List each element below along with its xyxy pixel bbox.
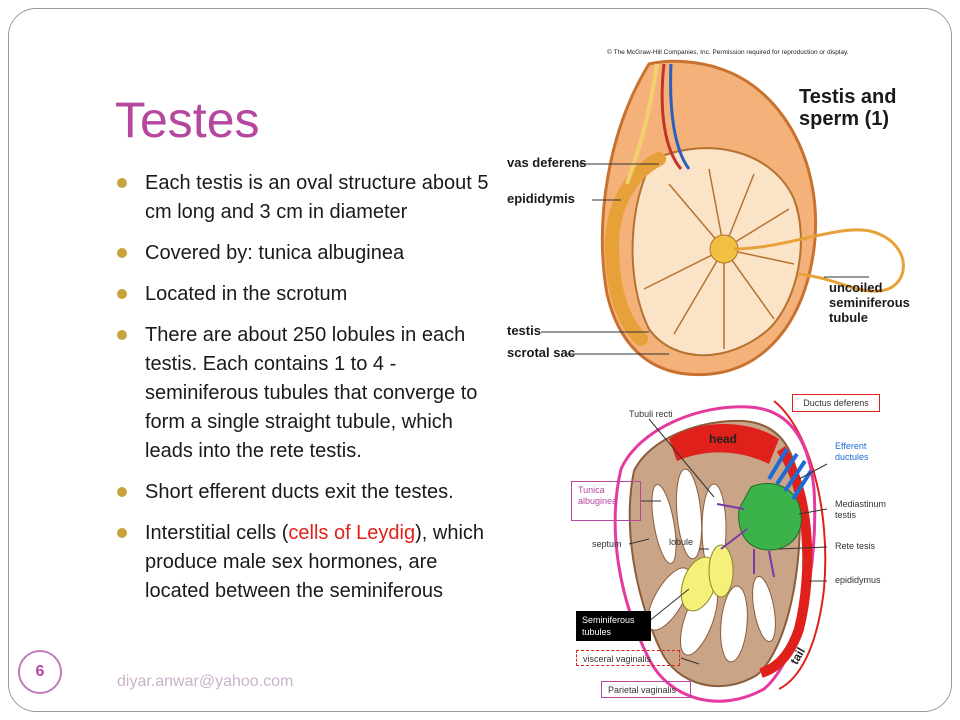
- label-ductus-deferens: Ductus deferens: [792, 394, 880, 412]
- label-visceral-vaginalis: visceral vaginalis: [576, 650, 680, 666]
- bullet-dot-icon: [117, 487, 127, 497]
- label-epididymus: epididymus: [835, 575, 881, 585]
- slide-frame: Testes Each testis is an oval structure …: [8, 8, 952, 712]
- label-lobule: lobule: [669, 537, 694, 547]
- bullet-item: Located in the scrotum: [115, 280, 495, 309]
- label-testis: testis: [507, 323, 541, 338]
- label-scrotal-sac: scrotal sac: [507, 345, 575, 360]
- bullet-item: Short efferent ducts exit the testes.: [115, 478, 495, 507]
- bullet-dot-icon: [117, 248, 127, 258]
- label-efferent-ductules: Efferent ductules: [835, 441, 869, 462]
- label-rete-tesis: Rete tesis: [835, 541, 876, 551]
- label-tunica-albuginea: Tunica albuginea: [571, 481, 641, 521]
- slide-title: Testes: [115, 92, 260, 148]
- bullet-item: Each testis is an oval structure about 5…: [115, 169, 495, 227]
- label-parietal-vaginalis: Parietal vaginalis: [601, 681, 691, 698]
- label-epididymis: epididymis: [507, 191, 575, 206]
- label-uncoiled-tubule: uncoiled seminiferous tubule: [829, 280, 910, 325]
- label-mediastinum-testis: Mediastinum testis: [835, 499, 887, 520]
- label-seminiferous-tubules: Seminiferous tubules: [576, 611, 651, 641]
- testis-illustration: [541, 59, 905, 703]
- bullet-item: There are about 250 lobules in each test…: [115, 321, 495, 466]
- bullet-item: Covered by: tunica albuginea: [115, 239, 495, 268]
- bullet-dot-icon: [117, 289, 127, 299]
- label-head: head: [709, 432, 738, 446]
- leydig-highlight: cells of Leydig: [288, 522, 416, 544]
- label-septum: septum: [592, 539, 622, 549]
- figure-copyright: © The McGraw-Hill Companies, Inc. Permis…: [607, 49, 849, 56]
- bullet-dot-icon: [117, 528, 127, 538]
- label-tubuli-recti: Tubuli recti: [629, 409, 673, 419]
- bullet-list: Each testis is an oval structure about 5…: [115, 169, 495, 618]
- figure-title: Testis and sperm (1): [799, 86, 897, 130]
- bullet-dot-icon: [117, 330, 127, 340]
- page-number-badge: 6: [18, 650, 62, 694]
- footer-email: diyar.anwar@yahoo.com: [117, 673, 294, 690]
- bullet-item: Interstitial cells (cells of Leydig), wh…: [115, 519, 495, 606]
- label-vas-deferens: vas deferens: [507, 155, 587, 170]
- bullet-dot-icon: [117, 178, 127, 188]
